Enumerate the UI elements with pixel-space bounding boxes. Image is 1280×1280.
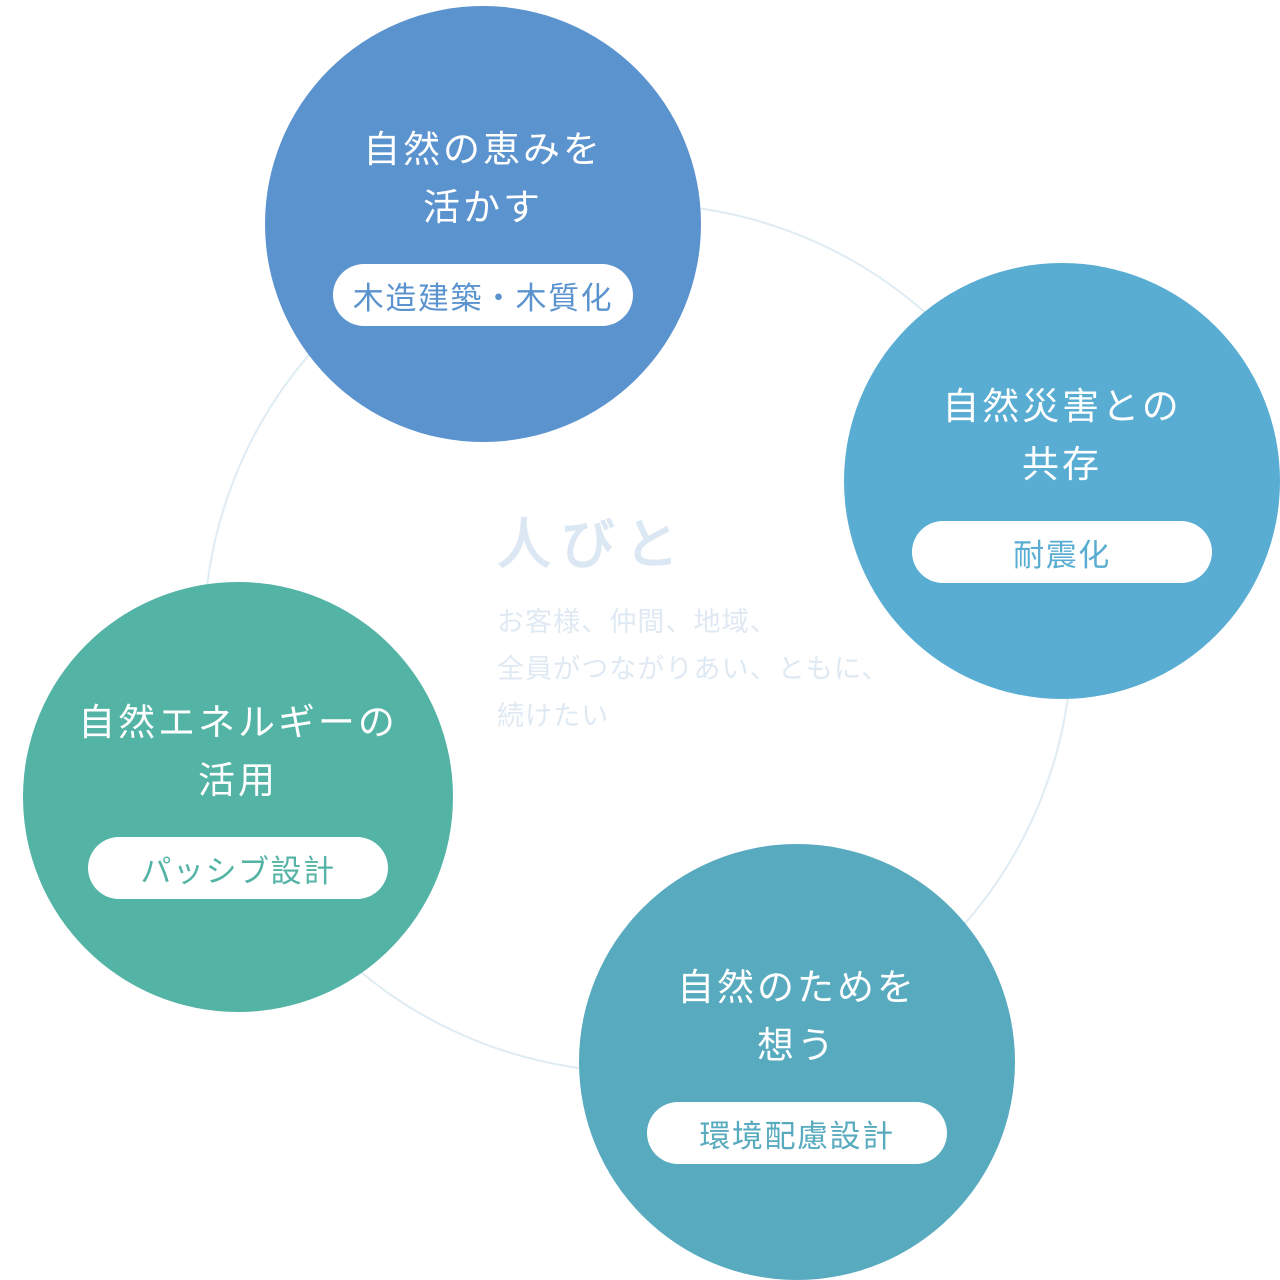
circle-title: 自然エネルギーの 活用 [78,695,398,811]
center-title: 人びと [497,515,689,575]
circle-title-line: 活かす [423,188,543,229]
circle-title-line: 自然エネルギーの [78,703,398,744]
circle-title: 自然の恵みを 活かす [363,122,603,238]
circle-title-line: 活用 [198,761,278,802]
center-paragraph-line: お客様、仲間、地域、 [497,607,778,637]
circle-natural-disaster: 自然災害との 共存 耐震化 [844,263,1280,699]
center-text-block: 人びと お客様、仲間、地域、 全員がつながりあい、ともに、 続けたい [497,505,917,740]
circle-title: 自然災害との 共存 [942,379,1181,495]
circle-title-line: 共存 [1022,445,1102,486]
center-paragraph-line: 続けたい [497,701,610,731]
circle-for-nature: 自然のためを 想う 環境配慮設計 [579,844,1015,1280]
center-paragraph: お客様、仲間、地域、 全員がつながりあい、ともに、 続けたい [497,599,917,740]
circle-title-line: 自然のためを [677,968,917,1009]
tag-pill-passive-design: パッシブ設計 [88,837,388,899]
tag-pill-earthquake-resistance: 耐震化 [912,521,1212,583]
tag-pill-environment-conscious-design: 環境配慮設計 [647,1102,947,1164]
circle-title-line: 自然災害との [942,387,1182,428]
tag-pill-wooden-construction: 木造建築・木質化 [333,264,633,326]
circle-title-line: 自然の恵みを [363,130,603,171]
center-paragraph-line: 全員がつながりあい、ともに、 [497,654,890,684]
circle-natural-energy: 自然エネルギーの 活用 パッシブ設計 [23,582,453,1012]
circle-nature-blessings: 自然の恵みを 活かす 木造建築・木質化 [265,6,701,442]
circle-title-line: 想う [757,1026,837,1067]
circle-title: 自然のためを 想う [677,960,917,1076]
